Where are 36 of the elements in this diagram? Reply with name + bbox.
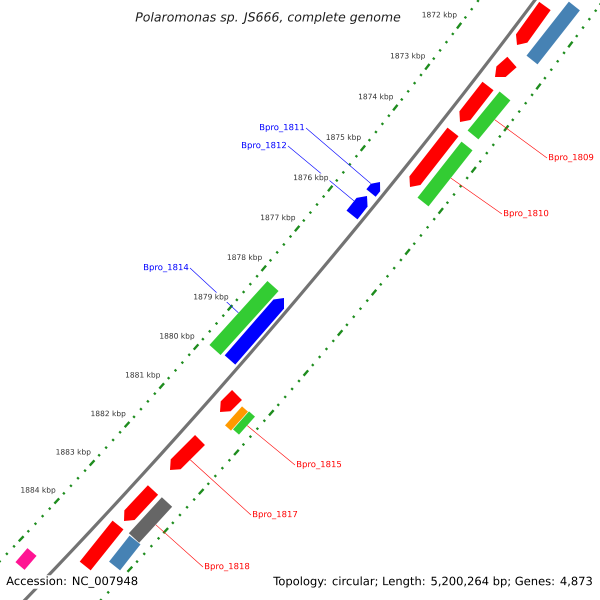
gene-block [220, 390, 242, 412]
gene-block [346, 196, 368, 220]
gene-block [124, 485, 158, 521]
gene-label: Bpro_1817 [253, 510, 298, 520]
gene-label: Bpro_1814 [144, 264, 188, 272]
leader-line [156, 524, 204, 568]
gene-block [128, 497, 172, 543]
gene-block [80, 520, 124, 570]
leader-line [190, 460, 252, 516]
title: Polaromonas sp. JS666, complete genome [136, 12, 400, 24]
gene-block [366, 182, 380, 197]
gene-label: Bpro_1815 [297, 460, 342, 470]
gene-label: Bpro_1818 [205, 562, 250, 572]
gene-label: Bpro_1809 [549, 154, 594, 162]
genome-info-label: Topology: circular; Length: 5,200,264 bp; Genes: 4,873 [270, 573, 596, 591]
gene-block [516, 2, 551, 45]
leader-line [288, 146, 354, 202]
leader-line [494, 119, 548, 158]
leader-line [246, 425, 296, 466]
gene-block [225, 406, 248, 431]
leader-line [306, 128, 372, 184]
accession-label: Accession: NC_007948 [5, 575, 140, 589]
gene-block [409, 128, 459, 187]
gene-block [233, 411, 255, 435]
gene-block [109, 536, 140, 570]
gene-label: Bpro_1810 [504, 210, 548, 218]
gene-block [459, 82, 494, 122]
leader-line [450, 178, 502, 214]
gene-block [468, 92, 510, 140]
gene-label: Bpro_1811 [260, 124, 304, 132]
gene-block [15, 548, 37, 570]
gene-label: Bpro_1812 [242, 142, 286, 150]
gene-block [526, 2, 580, 64]
gene-block [418, 142, 472, 206]
gene-block [495, 56, 517, 77]
gene-block [170, 435, 205, 470]
